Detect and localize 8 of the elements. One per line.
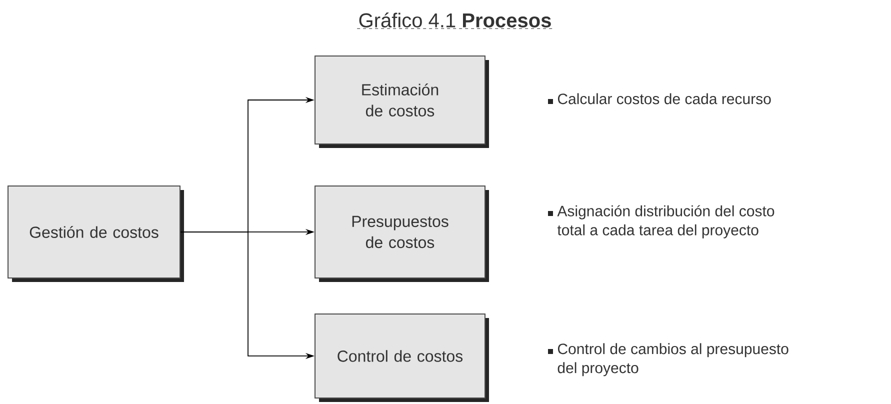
process-box: Estimación de costos (314, 56, 489, 148)
bullet-note: Asignación distribución del costo total a cada tarea del proyecto (548, 205, 774, 238)
bullet-note: Calcular costos de cada recurso (548, 93, 771, 104)
title: Gráfico 4.1 Procesos (359, 12, 551, 28)
process-box: Presupuestos de costos (314, 186, 489, 282)
process-box: Control de costos (314, 313, 489, 402)
bullet-note: Control de cambios al presupuesto del proyecto (548, 343, 788, 376)
process-box: Gestión de costos (8, 186, 184, 282)
